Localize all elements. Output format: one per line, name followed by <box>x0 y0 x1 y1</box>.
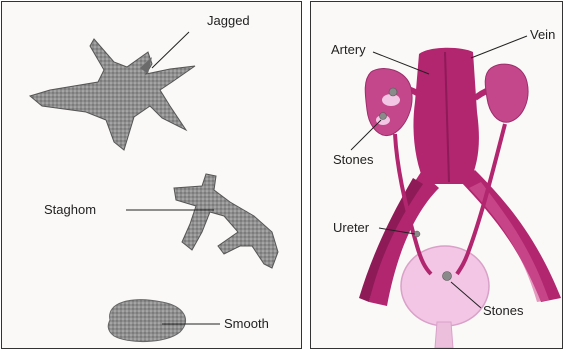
urinary-anatomy-illustration: Artery Vein Stones Ureter Stones <box>311 2 562 348</box>
vein-leader-line <box>471 36 527 58</box>
staghorn-stone <box>174 174 278 268</box>
kidney-stones-label: Stones <box>333 152 374 167</box>
bladder-stones-label: Stones <box>483 303 524 318</box>
stone-types-illustration: Jagged Staghom Smooth <box>2 2 301 348</box>
smooth-stone <box>108 300 185 342</box>
stone-types-panel: Jagged Staghom Smooth <box>1 1 302 349</box>
jagged-label: Jagged <box>207 13 250 28</box>
bladder-stone <box>443 272 452 281</box>
kidney-stone-1 <box>389 88 397 96</box>
smooth-label: Smooth <box>224 316 269 331</box>
ureter-label: Ureter <box>333 220 370 235</box>
kidney-stone-2 <box>380 113 387 120</box>
artery-label: Artery <box>331 42 366 57</box>
bladder <box>401 246 489 326</box>
staghorn-label: Staghom <box>44 202 96 217</box>
jagged-stone <box>30 39 195 150</box>
kidney-stones-leader-line <box>351 120 381 150</box>
right-kidney <box>485 64 528 122</box>
jagged-leader-line <box>152 32 189 68</box>
vein-label: Vein <box>530 27 555 42</box>
urinary-anatomy-panel: Artery Vein Stones Ureter Stones <box>310 1 563 349</box>
